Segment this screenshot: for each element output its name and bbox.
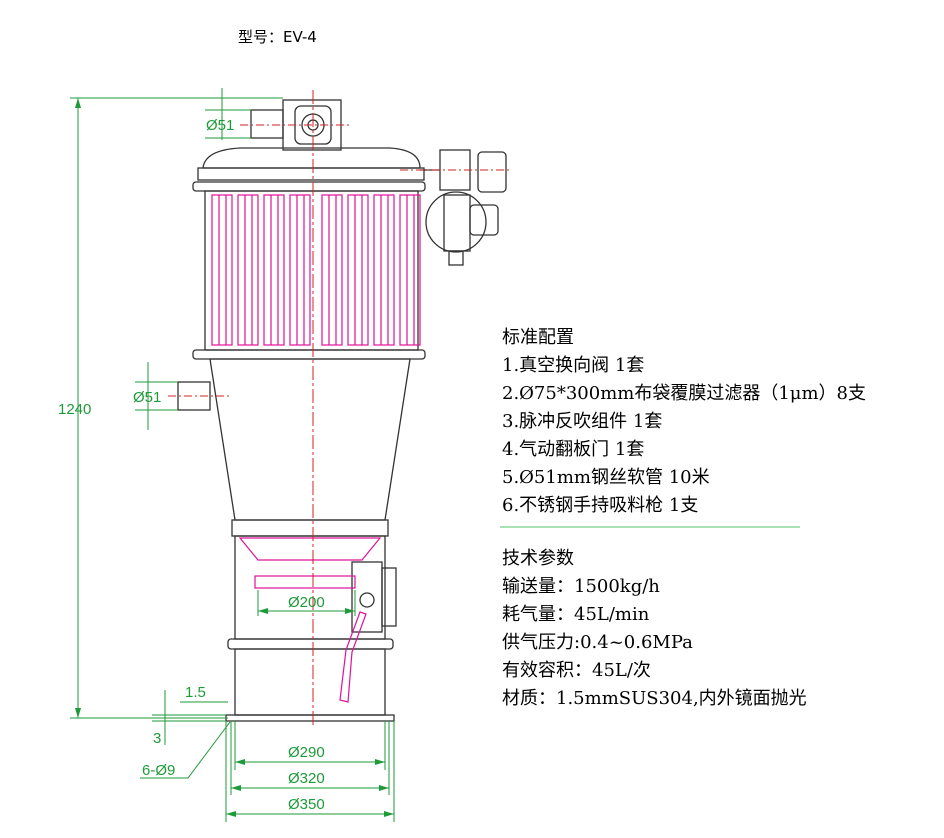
config-item: 3.脉冲反吹组件 1套 [502, 411, 662, 432]
filter-bag [321, 194, 343, 346]
middle-clamp-ring [192, 349, 426, 360]
dim-offset: 3 [153, 730, 161, 747]
param-item: 材质：1.5mmSUS304,内外镜面抛光 [502, 688, 807, 709]
discharge-section [234, 648, 386, 716]
param-item: 有效容积：45L/次 [502, 660, 651, 681]
dim-d2: Ø320 [288, 770, 325, 787]
top-rim [197, 167, 425, 181]
dim-height: 1240 [58, 401, 91, 418]
holes-leader [140, 721, 231, 779]
filter-bag [373, 194, 395, 346]
dimension-lines [70, 88, 395, 822]
filter-bag [399, 194, 421, 346]
config-item: 1.真空换向阀 1套 [502, 355, 644, 376]
flap-door [238, 537, 382, 703]
air-tank [425, 191, 487, 253]
dim-thickness: 1.5 [185, 684, 206, 701]
flap-hopper [238, 537, 382, 561]
arrow-d1-left [235, 759, 245, 765]
flap-actuator-cylinder [381, 567, 397, 627]
config-item: 2.Ø75*300mm布袋覆膜过滤器（1μm）8支 [502, 383, 866, 404]
pulse-solenoid [477, 151, 507, 193]
arrow-d3-right [384, 811, 394, 817]
param-item: 耗气量：45L/min [502, 604, 650, 625]
filter-bag [237, 194, 259, 346]
dim-holes: 6-Ø9 [142, 762, 175, 779]
arrow-d3-left [226, 811, 236, 817]
upper-clamp-ring [192, 181, 426, 192]
lower-top-ring [231, 519, 389, 537]
arrow-flap-right [345, 608, 355, 614]
air-regulator [469, 204, 499, 236]
dim-top-inlet: Ø51 [206, 117, 234, 134]
technical-params: 技术参数 输送量：1500kg/h 耗气量：45L/min 供气压力:0.4~0… [502, 548, 807, 709]
params-heading: 技术参数 [502, 548, 574, 569]
flap-pivot [359, 592, 375, 608]
model-title: 型号：EV-4 [238, 28, 317, 46]
air-drain [448, 250, 464, 266]
lower-clamp-ring [227, 638, 394, 650]
dim-d1: Ø290 [288, 744, 325, 761]
top-inlet-pipe [250, 109, 284, 139]
filter-bag [289, 194, 311, 346]
dim-d3: Ø350 [288, 796, 325, 813]
base-plate [225, 714, 395, 722]
cone-hopper [209, 358, 411, 521]
flap-arm [339, 611, 367, 703]
dimension-arrows [75, 98, 394, 817]
config-heading: 标准配置 [502, 327, 574, 348]
flap-plate [254, 575, 356, 589]
param-item: 供气压力:0.4~0.6MPa [502, 632, 693, 653]
arrow-d2-right [379, 785, 389, 791]
arrow-height-top [75, 98, 81, 108]
config-item: 5.Ø51mm钢丝软管 10米 [502, 467, 710, 488]
config-item: 6.不锈钢手持吸料枪 1支 [502, 495, 698, 516]
dim-side-inlet: Ø51 [133, 389, 161, 406]
filter-bags [211, 194, 421, 346]
vacuum-loader-body [177, 99, 507, 722]
config-item: 4.气动翻板门 1套 [502, 439, 644, 460]
arrow-d2-left [231, 785, 241, 791]
param-item: 输送量：1500kg/h [502, 576, 660, 597]
filter-bag [347, 194, 369, 346]
arrow-height-bottom [75, 708, 81, 718]
arrow-flap-left [258, 608, 268, 614]
dim-flap: Ø200 [288, 594, 325, 611]
air-filter-body [443, 194, 471, 252]
arrow-d1-right [375, 759, 385, 765]
filter-bag [263, 194, 285, 346]
dome-lid [202, 147, 421, 169]
standard-config: 标准配置 1.真空换向阀 1套 2.Ø75*300mm布袋覆膜过滤器（1μm）8… [502, 327, 866, 516]
side-inlet-pipe [177, 381, 211, 411]
filter-bag [211, 194, 233, 346]
filter-cylinder [204, 190, 419, 351]
